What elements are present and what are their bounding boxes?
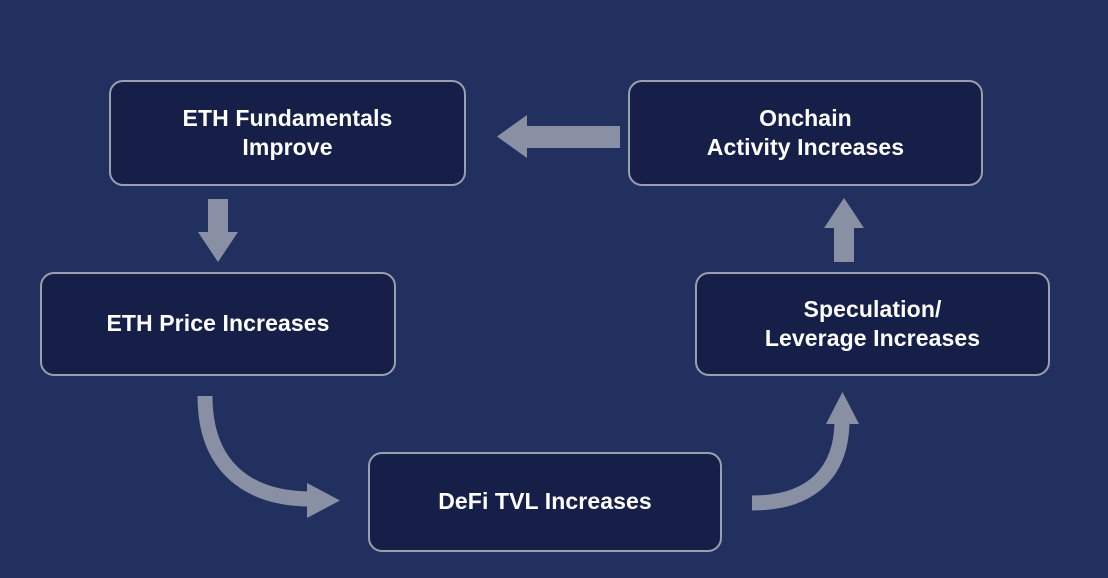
node-label: ETH Price Increases (106, 310, 330, 337)
arrow-speculation-to-onchain (824, 198, 864, 262)
node-label: DeFi TVL Increases (438, 488, 652, 515)
node-label: ETH Fundamentals Improve (182, 104, 393, 160)
arrow-fundamentals-to-price (198, 199, 238, 262)
node-eth-price-increases[interactable]: ETH Price Increases (40, 272, 396, 376)
arrow-price-to-defi-tvl (197, 395, 340, 518)
node-speculation-leverage-increases[interactable]: Speculation/ Leverage Increases (695, 272, 1050, 376)
node-label: Speculation/ Leverage Increases (764, 295, 981, 351)
node-label: Onchain Activity Increases (706, 104, 905, 160)
node-onchain-activity-increases[interactable]: Onchain Activity Increases (628, 80, 983, 186)
node-eth-fundamentals-improve[interactable]: ETH Fundamentals Improve (109, 80, 466, 186)
arrow-defi-tvl-to-speculation (751, 392, 859, 511)
node-defi-tvl-increases[interactable]: DeFi TVL Increases (368, 452, 722, 552)
arrow-onchain-to-fundamentals (497, 115, 620, 158)
